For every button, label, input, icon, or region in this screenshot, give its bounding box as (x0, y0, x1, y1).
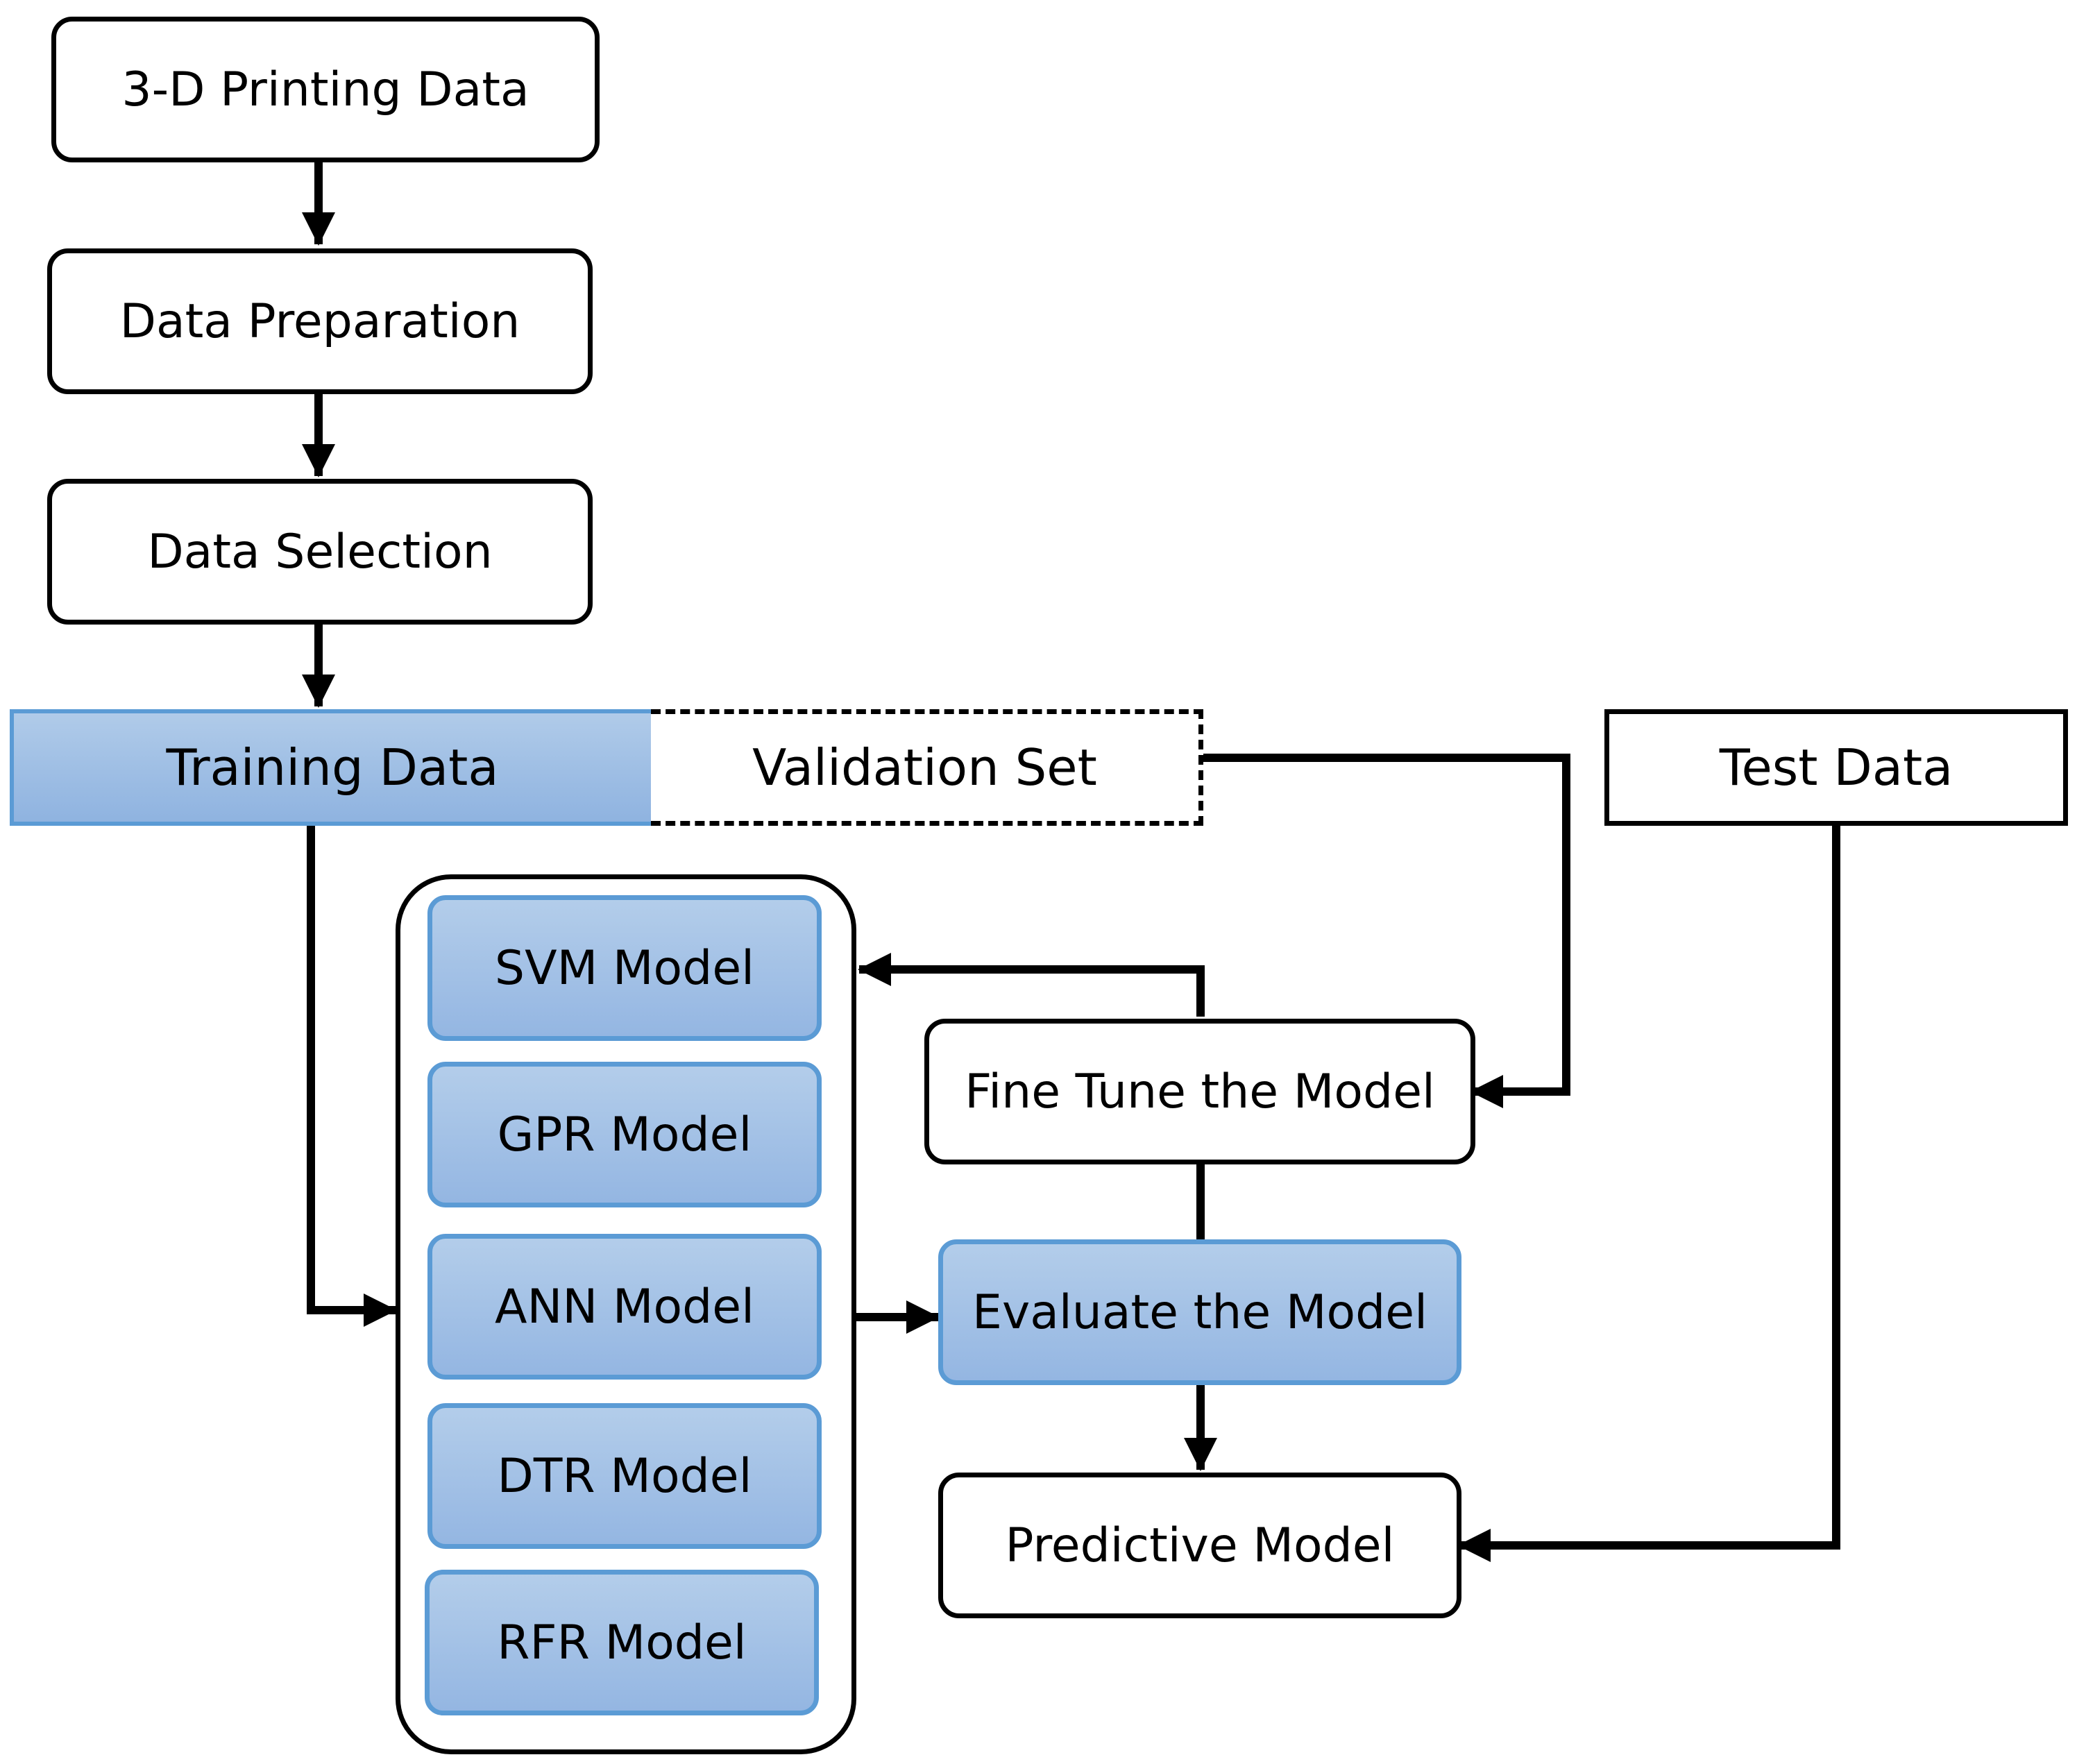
box-rfr-model: RFR Model (425, 1570, 819, 1715)
arrow-test-to-predictive (1457, 826, 1840, 1562)
box-data-preparation: Data Preparation (47, 248, 593, 394)
box-training-data: Training Data (10, 709, 655, 826)
box-evaluate-model: Evaluate the Model (938, 1239, 1461, 1385)
box-data-selection: Data Selection (47, 479, 593, 625)
arrow-finetune-to-svm (858, 953, 1205, 1017)
arrow-training-to-models (307, 826, 397, 1327)
box-validation-set: Validation Set (651, 709, 1203, 826)
box-fine-tune-model: Fine Tune the Model (924, 1019, 1475, 1164)
box-gpr-model: GPR Model (427, 1062, 822, 1207)
box-ann-model: ANN Model (427, 1234, 822, 1380)
box-svm-model: SVM Model (427, 895, 822, 1041)
arrow-validation-to-finetune (1199, 754, 1570, 1108)
box-dtr-model: DTR Model (427, 1403, 822, 1549)
box-test-data: Test Data (1604, 709, 2068, 826)
box-3d-printing-data: 3-D Printing Data (51, 17, 600, 162)
box-predictive-model: Predictive Model (938, 1473, 1461, 1618)
